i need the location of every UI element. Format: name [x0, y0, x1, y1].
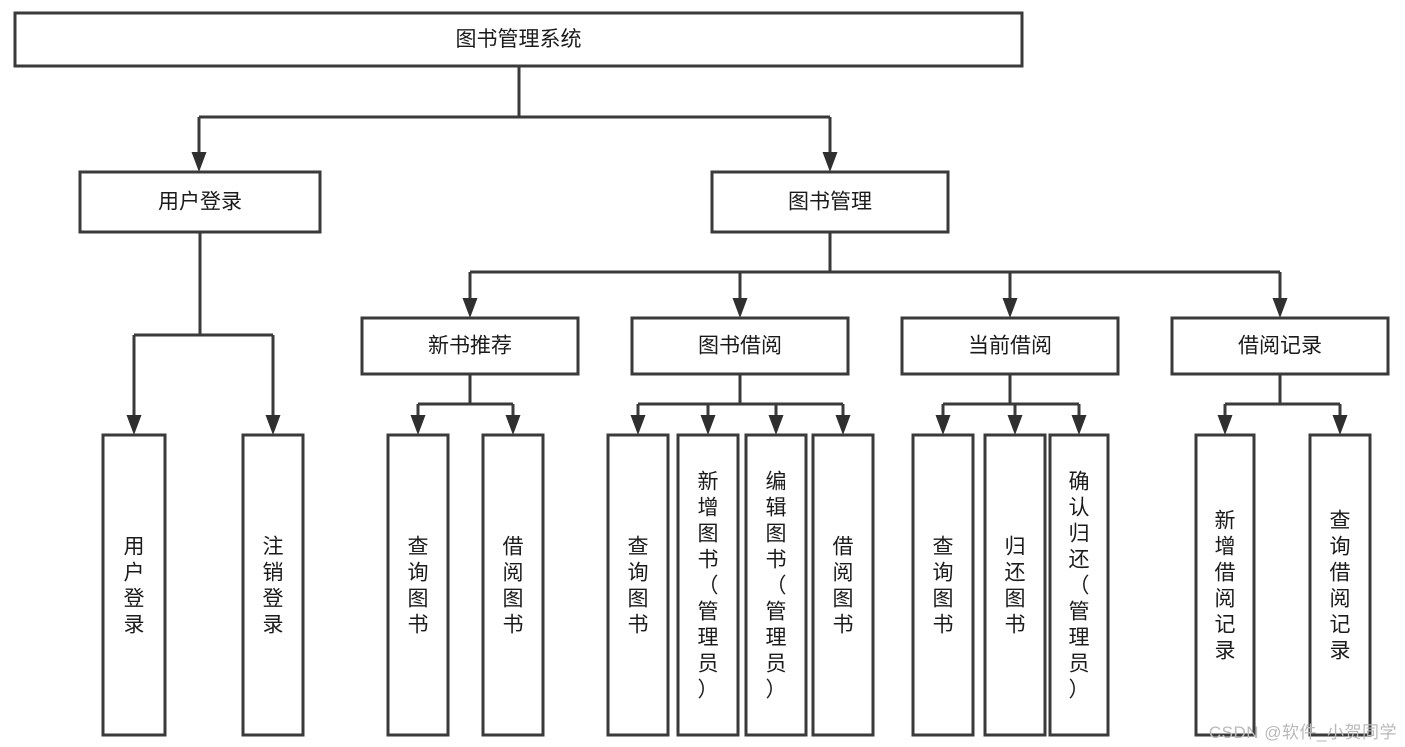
- node-label: 图书管理: [788, 191, 872, 214]
- node-label: 图书管理系统: [456, 28, 582, 51]
- node-label: 用户登录: [124, 535, 145, 636]
- node-label: 用户登录: [158, 191, 242, 214]
- node-leaf-return-book[interactable]: 归还图书: [983, 433, 1047, 737]
- node-leaf-borrow-book-1[interactable]: 借阅图书: [481, 433, 545, 737]
- node-leaf-add-book[interactable]: 新增图书（管理员）: [676, 433, 740, 737]
- node-borrow-record[interactable]: 借阅记录: [1170, 316, 1390, 376]
- node-label: 新书推荐: [428, 335, 512, 358]
- node-leaf-edit-book[interactable]: 编辑图书（管理员）: [744, 433, 808, 737]
- node-book-manage[interactable]: 图书管理: [710, 170, 950, 234]
- node-leaf-user-login[interactable]: 用户登录: [101, 433, 167, 737]
- node-label: 确认归还（管理员）: [1069, 470, 1090, 701]
- node-label: 查询图书: [933, 535, 954, 636]
- node-label: 归还图书: [1005, 535, 1026, 636]
- node-leaf-borrow-book-2[interactable]: 借阅图书: [811, 433, 875, 737]
- node-leaf-query-record[interactable]: 查询借阅记录: [1308, 433, 1372, 737]
- node-leaf-query-book-2[interactable]: 查询图书: [606, 433, 670, 737]
- node-leaf-query-book-1[interactable]: 查询图书: [386, 433, 450, 737]
- node-label: 新增图书（管理员）: [698, 470, 719, 701]
- node-root[interactable]: 图书管理系统: [13, 11, 1024, 68]
- connector-trunk-book-manage: [462, 232, 1288, 318]
- node-label: 查询借阅记录: [1330, 509, 1351, 662]
- node-label: 编辑图书（管理员）: [766, 470, 787, 701]
- connector-trunk-root: [191, 66, 838, 172]
- node-leaf-add-record[interactable]: 新增借阅记录: [1194, 433, 1256, 737]
- node-book-borrow[interactable]: 图书借阅: [630, 316, 850, 376]
- node-label: 注销登录: [263, 535, 284, 636]
- connector-trunk-new-book-recommend: [410, 374, 521, 435]
- node-label: 借阅记录: [1238, 335, 1322, 358]
- node-current-borrow[interactable]: 当前借阅: [900, 316, 1120, 376]
- node-new-book-recommend[interactable]: 新书推荐: [360, 316, 580, 376]
- node-label: 查询图书: [408, 535, 429, 636]
- node-label: 当前借阅: [968, 335, 1052, 358]
- node-leaf-user-logout[interactable]: 注销登录: [241, 433, 305, 737]
- node-label: 借阅图书: [503, 535, 524, 636]
- node-leaf-confirm-return[interactable]: 确认归还（管理员）: [1048, 433, 1110, 737]
- connector-trunk-book-borrow: [630, 374, 851, 435]
- node-label: 借阅图书: [833, 535, 854, 636]
- connector-trunk-current-borrow: [935, 374, 1087, 435]
- connector-trunk-user-login: [126, 232, 281, 435]
- node-label: 新增借阅记录: [1215, 509, 1236, 662]
- node-label: 查询图书: [628, 535, 649, 636]
- node-leaf-query-book-3[interactable]: 查询图书: [911, 433, 975, 737]
- node-user-login[interactable]: 用户登录: [78, 170, 322, 234]
- node-label: 图书借阅: [698, 335, 782, 358]
- node-layer: 图书管理系统用户登录图书管理新书推荐图书借阅当前借阅借阅记录用户登录注销登录查询…: [13, 11, 1390, 737]
- connector-layer: [126, 66, 1348, 435]
- connector-trunk-borrow-record: [1217, 374, 1348, 435]
